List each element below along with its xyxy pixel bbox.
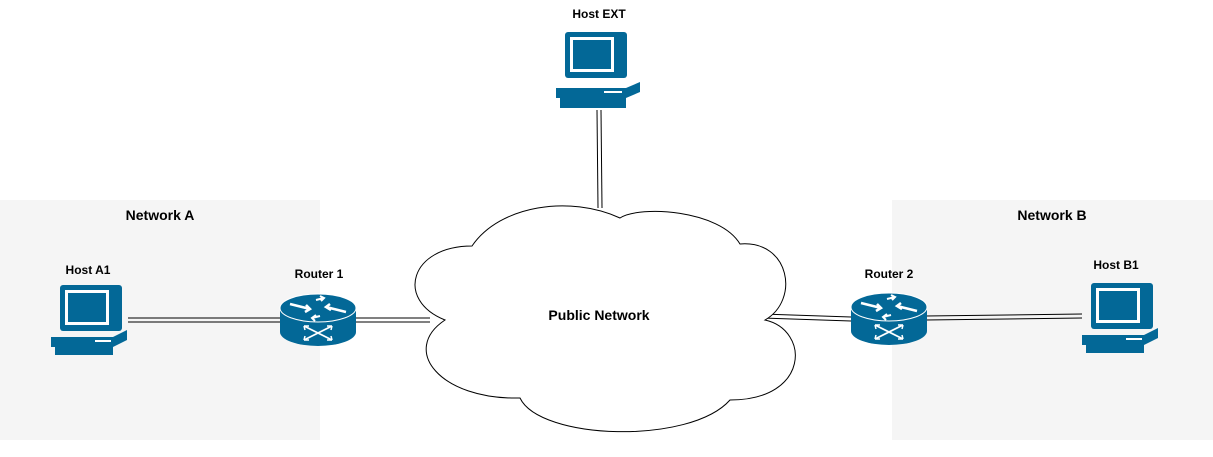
host-ext-label: Host EXT <box>572 7 626 21</box>
host-ext-workstation-icon[interactable] <box>556 32 640 108</box>
host-b1-label: Host B1 <box>1093 258 1139 272</box>
public-network-label: Public Network <box>548 307 650 323</box>
host-a1-label: Host A1 <box>65 263 111 277</box>
network-a-zone <box>0 200 320 440</box>
host-b1-workstation-icon[interactable] <box>1082 283 1158 353</box>
link-host-ext-public-network[interactable] <box>596 109 603 209</box>
network-b-label: Network B <box>1017 207 1087 223</box>
router-1-label: Router 1 <box>294 267 344 281</box>
router-1-icon[interactable] <box>279 293 357 346</box>
link-router-2-host-b1[interactable] <box>925 313 1083 321</box>
router-2-label: Router 2 <box>864 267 914 281</box>
link-public-network-router-2[interactable] <box>761 313 852 322</box>
link-host-a1-router-1[interactable] <box>128 317 280 323</box>
link-router-1-public-network[interactable] <box>356 317 430 323</box>
router-2-icon[interactable] <box>850 292 928 345</box>
host-a1-workstation-icon[interactable] <box>51 285 127 355</box>
public-network-cloud[interactable] <box>414 205 796 433</box>
network-a-label: Network A <box>125 207 195 223</box>
